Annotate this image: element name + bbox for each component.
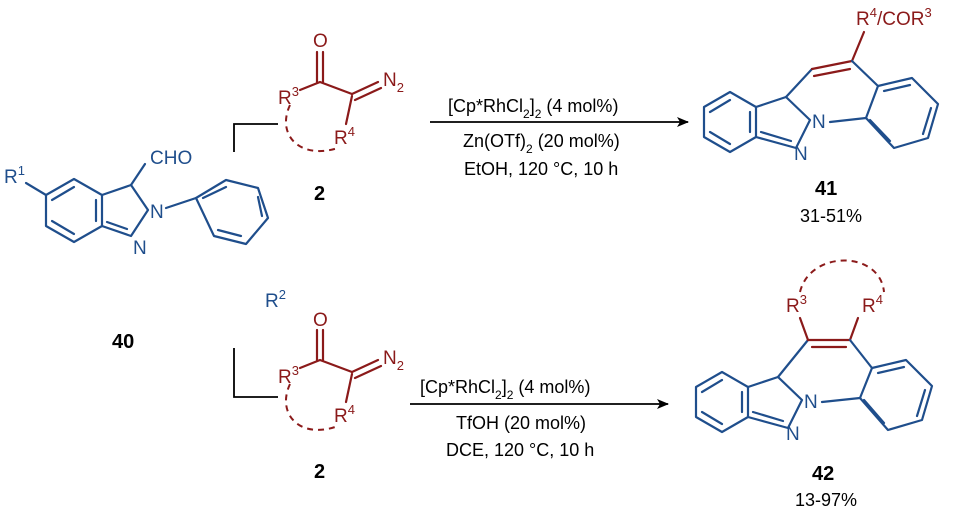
bottom-additive: TfOH (20 mol%)	[456, 413, 586, 433]
p41-c-ring-left	[784, 67, 814, 99]
p41-right-benzo-double-bonds	[868, 83, 933, 143]
r2-label: R2	[265, 287, 286, 312]
r1-bond	[24, 181, 48, 197]
top-r4-label: R4	[334, 124, 355, 149]
compound-label-2-top: 2	[314, 183, 325, 205]
p42-right-benzo-ring	[858, 358, 934, 432]
bottom-ring-dash	[284, 383, 339, 431]
top-diazo-double-bond	[350, 80, 383, 102]
p41-n-bridge: N	[812, 112, 826, 133]
p42-n-atom: N	[786, 424, 800, 445]
p42-pyrazole-double-bond	[751, 410, 785, 423]
compound-42: N N R3 R4 42 13-97%	[694, 259, 934, 510]
p42-left-benzo-double-bonds	[700, 378, 744, 426]
compound-40: R1 CHO N N R2 40	[4, 148, 286, 353]
top-branch-bracket	[233, 123, 278, 152]
p42-c-ring-left	[776, 338, 810, 379]
p42-r3-label: R3	[786, 292, 807, 317]
p41-substituent-bond	[850, 30, 866, 63]
p42-r4-bond	[848, 316, 860, 342]
bottom-branch-bracket	[233, 348, 278, 398]
p41-pyrazole-double-bond	[759, 130, 793, 143]
r1-label: R1	[4, 163, 25, 188]
reaction-bottom: [Cp*RhCl2]2 (4 mol%) TfOH (20 mol%) DCE,…	[410, 377, 669, 460]
top-r3-label: R3	[278, 84, 299, 109]
cho-bond	[129, 162, 147, 187]
reaction-top: [Cp*RhCl2]2 (4 mol%) Zn(OTf)2 (20 mol%) …	[430, 96, 689, 179]
cho-label: CHO	[150, 148, 192, 169]
indazole-benzo-ring	[44, 177, 104, 244]
bottom-backbone-bond	[298, 358, 354, 374]
p42-r3-bond	[798, 316, 810, 342]
diazo-compound-top: O N2 R3 R4 2	[233, 31, 404, 205]
indazole-pyrazole-ring	[100, 183, 150, 238]
bottom-conditions: DCE, 120 °C, 10 h	[446, 440, 594, 460]
top-oxygen-atom: O	[313, 31, 328, 52]
bottom-carbonyl-bond	[315, 328, 325, 362]
p41-c-ring-right	[828, 59, 880, 124]
p41-vinyl-bond	[810, 59, 854, 78]
top-carbonyl-bond	[315, 50, 325, 84]
p41-n-atom: N	[794, 144, 808, 165]
p41-left-benzo-double-bonds	[708, 98, 752, 146]
indazole-benzo-double-bonds	[50, 185, 98, 236]
top-catalyst: [Cp*RhCl2]2 (4 mol%)	[448, 96, 618, 121]
p42-alkene-bond	[806, 338, 852, 349]
p42-right-benzo-double-bonds	[862, 365, 927, 425]
n-phenyl-bond	[164, 196, 198, 210]
p42-r4-label: R4	[862, 292, 883, 317]
compound-label-40: 40	[112, 331, 134, 353]
bottom-catalyst: [Cp*RhCl2]2 (4 mol%)	[420, 377, 590, 402]
top-n2-label: N2	[383, 70, 404, 95]
compound-label-42: 42	[812, 463, 834, 485]
compound-41: N N R4/COR3 41 31-51%	[702, 5, 940, 226]
top-backbone-bond	[298, 80, 354, 96]
p42-c-ring-right	[820, 338, 874, 404]
bottom-n2-label: N2	[383, 348, 404, 373]
diazo-compound-bottom: O N2 R3 R4 2	[233, 310, 404, 483]
yield-41: 31-51%	[800, 206, 862, 226]
bottom-r4-label: R4	[334, 402, 355, 427]
indazole-cn-double-bond	[105, 220, 129, 231]
bottom-diazo-double-bond	[350, 358, 383, 380]
top-additive: Zn(OTf)2 (20 mol%)	[463, 131, 620, 156]
top-conditions: EtOH, 120 °C, 10 h	[464, 159, 618, 179]
compound-label-2-bottom: 2	[314, 461, 325, 483]
top-r4-bond	[344, 94, 354, 126]
bottom-r3-label: R3	[278, 363, 299, 388]
bottom-r4-bond	[344, 372, 354, 404]
n2-atom: N	[150, 202, 164, 223]
compound-label-41: 41	[815, 178, 837, 200]
p41-pyrazole-ring	[754, 95, 812, 150]
n-phenyl-ring	[194, 178, 270, 246]
p42-pyrazole-ring	[746, 375, 804, 430]
p41-right-benzo-ring	[864, 76, 940, 150]
p42-ring-dash	[799, 259, 885, 293]
p42-n-bridge: N	[804, 392, 818, 413]
n1-atom: N	[133, 238, 147, 259]
bottom-oxygen-atom: O	[313, 310, 328, 331]
n-phenyl-double-bonds	[201, 185, 264, 238]
p41-substituent-label: R4/COR3	[856, 5, 932, 30]
top-ring-dash	[284, 104, 339, 153]
yield-42: 13-97%	[795, 490, 857, 510]
